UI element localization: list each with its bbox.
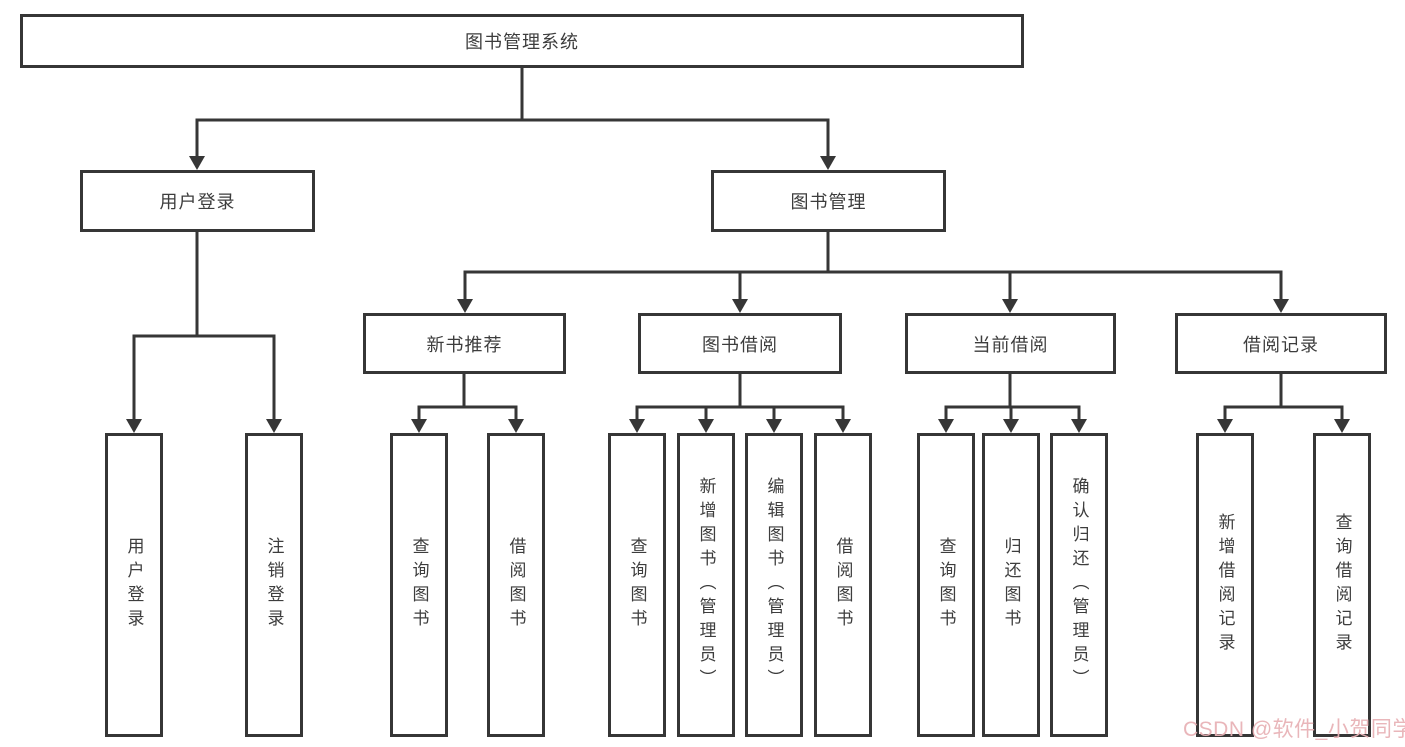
- leaf-return-books: 归还图书: [982, 433, 1040, 737]
- node-current-borrow: 当前借阅: [905, 313, 1116, 374]
- leaf-logout: 注销登录: [245, 433, 303, 737]
- node-book-borrow: 图书借阅: [638, 313, 842, 374]
- leaf-add-borrow-record: 新增借阅记录: [1196, 433, 1254, 737]
- leaf-label: 用户登录: [124, 537, 144, 633]
- leaf-label: 新增图书（管理员）: [696, 477, 716, 693]
- leaf-borrow-books: 借阅图书: [814, 433, 872, 737]
- leaf-label: 归还图书: [1001, 537, 1021, 633]
- node-book-management: 图书管理: [711, 170, 946, 232]
- leaf-query-books-borrow: 查询图书: [608, 433, 666, 737]
- leaf-label: 查询借阅记录: [1332, 513, 1352, 657]
- leaf-confirm-return-admin: 确认归还（管理员）: [1050, 433, 1108, 737]
- leaf-query-books-current: 查询图书: [917, 433, 975, 737]
- leaf-label: 查询图书: [936, 537, 956, 633]
- leaf-label: 编辑图书（管理员）: [764, 477, 784, 693]
- leaf-query-borrow-record: 查询借阅记录: [1313, 433, 1371, 737]
- leaf-borrow-books-recommend: 借阅图书: [487, 433, 545, 737]
- leaf-label: 借阅图书: [506, 537, 526, 633]
- node-borrow-records: 借阅记录: [1175, 313, 1387, 374]
- node-new-book-recommend: 新书推荐: [363, 313, 566, 374]
- leaf-label: 确认归还（管理员）: [1069, 477, 1089, 693]
- leaf-query-books-recommend: 查询图书: [390, 433, 448, 737]
- node-user-login: 用户登录: [80, 170, 315, 232]
- leaf-label: 新增借阅记录: [1215, 513, 1235, 657]
- leaf-add-books-admin: 新增图书（管理员）: [677, 433, 735, 737]
- leaf-label: 查询图书: [409, 537, 429, 633]
- leaf-label: 借阅图书: [833, 537, 853, 633]
- leaf-label: 注销登录: [264, 537, 284, 633]
- leaf-label: 查询图书: [627, 537, 647, 633]
- leaf-user-login: 用户登录: [105, 433, 163, 737]
- leaf-edit-books-admin: 编辑图书（管理员）: [745, 433, 803, 737]
- node-library-management-system: 图书管理系统: [20, 14, 1024, 68]
- csdn-watermark: CSDN @软件_小贺同学: [1183, 718, 1405, 741]
